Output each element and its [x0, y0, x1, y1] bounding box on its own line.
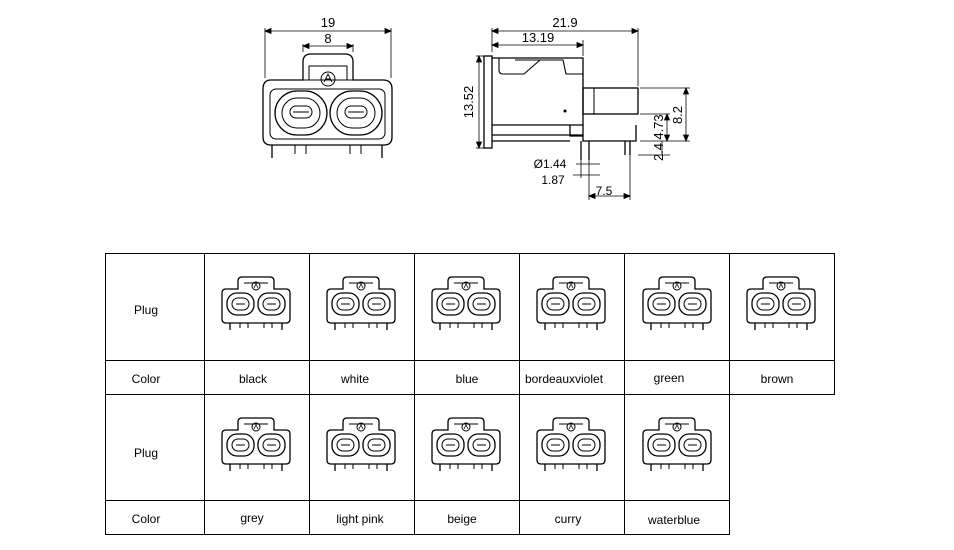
- plug-icon: [326, 417, 396, 472]
- color-name: bordeauxviolet: [525, 372, 604, 386]
- front-view-dimensions: [263, 27, 393, 78]
- front-latch-label: 8: [324, 31, 331, 46]
- color-name: blue: [456, 372, 479, 386]
- row2-color-label: Color: [132, 512, 161, 526]
- side-pin-length-label: 2.4: [651, 143, 666, 161]
- side-view-drawing: [483, 55, 639, 160]
- color-name: beige: [447, 512, 477, 526]
- color-name: black: [239, 372, 268, 386]
- side-mount-label: 8.2: [670, 106, 685, 124]
- color-name: white: [340, 372, 369, 386]
- plug-icon: [642, 276, 712, 331]
- side-pin-spacing-label: 7.5: [596, 184, 613, 198]
- plug-icon: [536, 417, 606, 472]
- side-height-label: 13.52: [461, 86, 476, 119]
- plug-icon: [746, 276, 816, 331]
- plug-icon: [326, 276, 396, 331]
- color-name: curry: [555, 512, 582, 526]
- plug-icon: [642, 417, 712, 472]
- side-length-label: 21.9: [552, 15, 577, 30]
- side-pin-offset-label: 4.73: [651, 114, 666, 139]
- color-table: Plug Color Plug Color black white blue b…: [105, 253, 835, 535]
- row1-plug-label: Plug: [134, 303, 158, 317]
- color-name: brown: [761, 372, 794, 386]
- plug-icon: [221, 417, 291, 472]
- side-hole-label: 1.87: [541, 173, 565, 187]
- row1-color-label: Color: [132, 372, 161, 386]
- row2-plug-label: Plug: [134, 446, 158, 460]
- side-view-dimensions: [475, 27, 690, 200]
- color-name: waterblue: [647, 513, 700, 527]
- plug-icon: [431, 276, 501, 331]
- side-body-label: 13.19: [522, 30, 555, 45]
- front-view-drawing: [262, 53, 393, 158]
- color-name: green: [654, 371, 685, 385]
- color-name: light pink: [336, 512, 384, 526]
- color-name: grey: [240, 511, 263, 525]
- plug-icon: [221, 276, 291, 331]
- side-pin-dia-label: Ø1.44: [534, 157, 567, 171]
- plug-icon: [431, 417, 501, 472]
- plug-icon: [536, 276, 606, 331]
- front-width-label: 19: [321, 15, 335, 30]
